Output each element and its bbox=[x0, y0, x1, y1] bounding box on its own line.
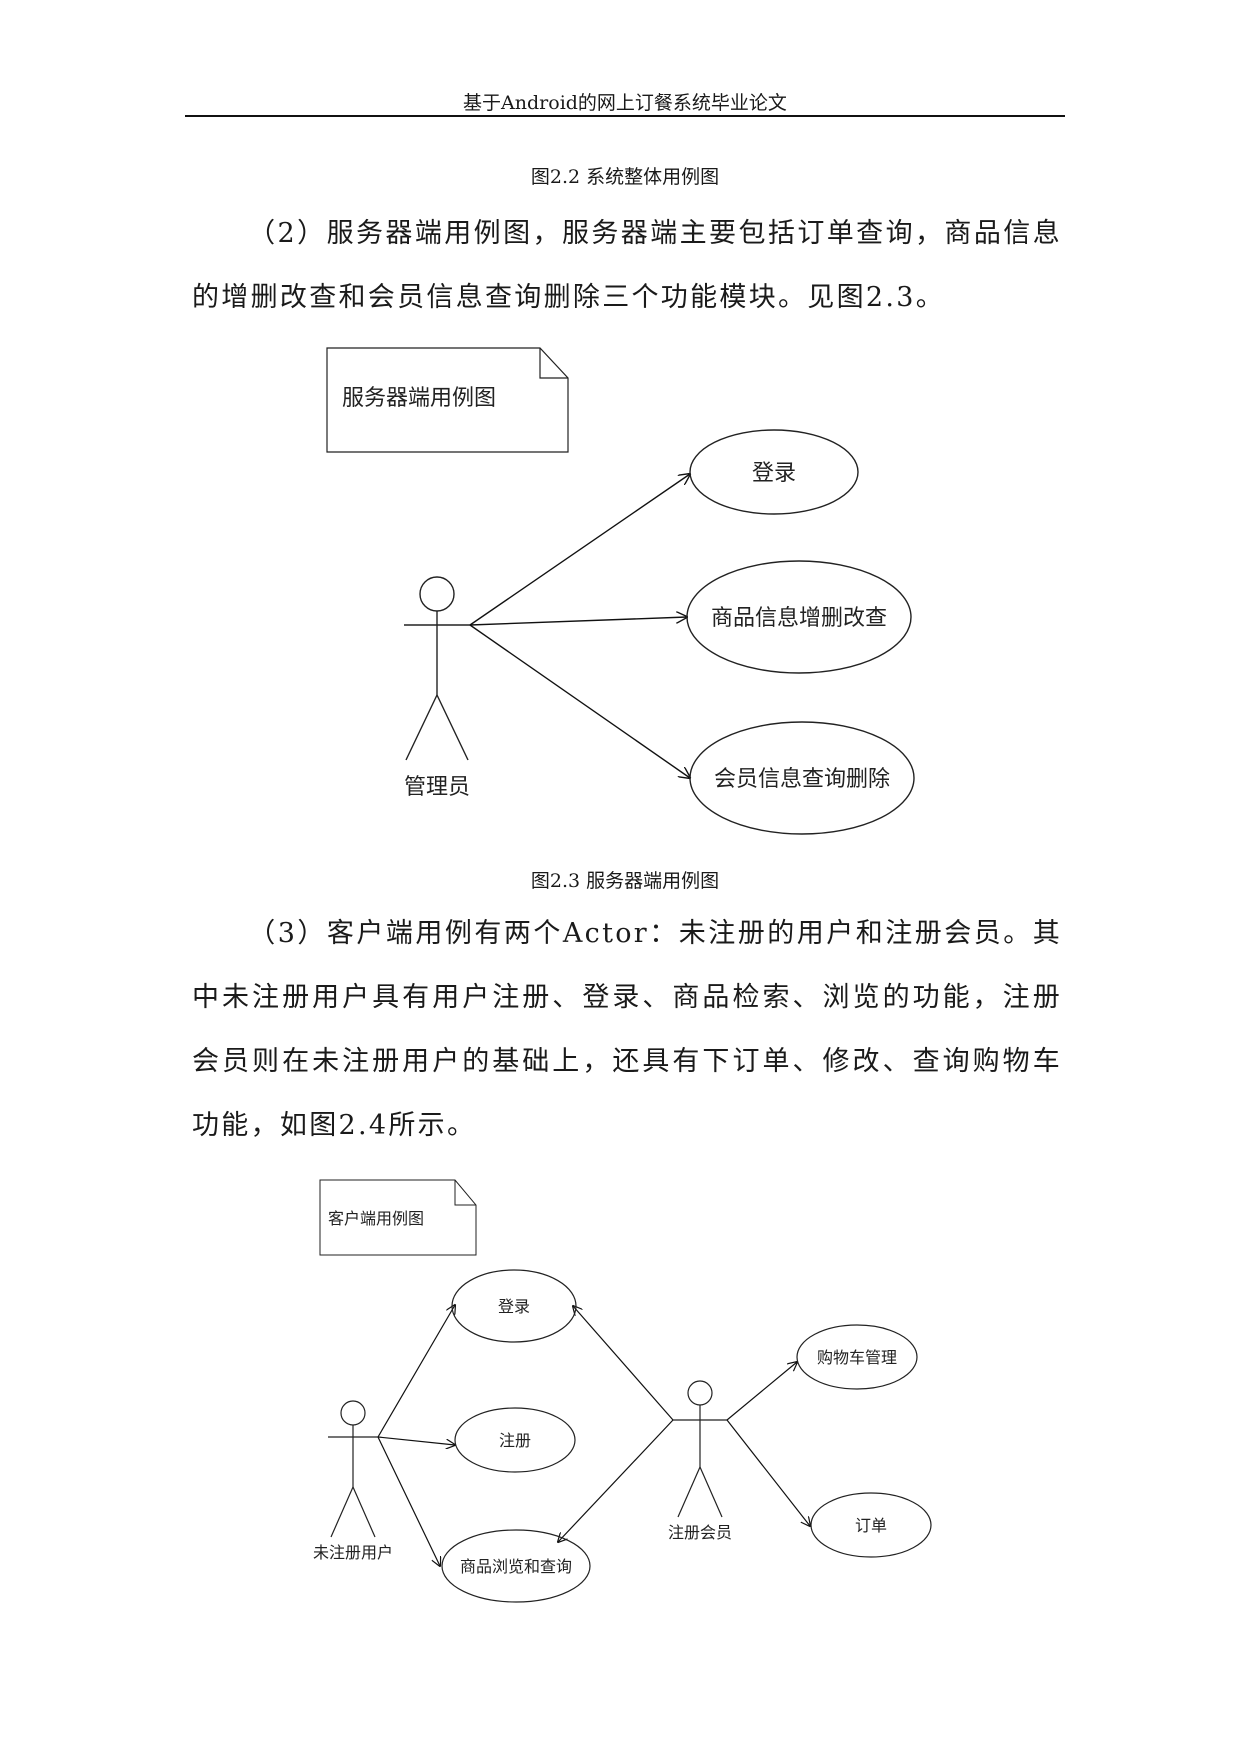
client-note-label: 客户端用例图 bbox=[328, 1209, 424, 1228]
paragraph-client-usecase: （3）客户端用例有两个Actor：未注册的用户和注册会员。其中未注册用户具有用户… bbox=[192, 902, 1062, 1158]
assoc-unreg-login bbox=[377, 1305, 455, 1438]
usecase-goods-crud: 商品信息增删改查 bbox=[686, 560, 912, 674]
assoc-member-browse bbox=[558, 1419, 674, 1542]
assoc-unreg-browse bbox=[377, 1436, 440, 1566]
client-usecase-browse-label: 商品浏览和查询 bbox=[460, 1557, 572, 1576]
running-header: 基于Android的网上订餐系统毕业论文 bbox=[463, 92, 787, 114]
header-rule bbox=[185, 115, 1065, 117]
client-usecase-cart: 购物车管理 bbox=[796, 1324, 918, 1390]
paragraph-server-text: （2）服务器端用例图，服务器端主要包括订单查询，商品信息的增删改查和会员信息查询… bbox=[192, 218, 1062, 313]
server-usecase-diagram: 服务器端用例图 管理员 登录 商品信息增删改查 会员信息查询删除 bbox=[326, 347, 915, 835]
paragraph-server-usecase: （2）服务器端用例图，服务器端主要包括订单查询，商品信息的增删改查和会员信息查询… bbox=[192, 202, 1062, 330]
client-usecase-order-label: 订单 bbox=[855, 1516, 887, 1535]
member-actor: 注册会员 bbox=[668, 1380, 732, 1542]
client-usecase-diagram: 客户端用例图 未注册用户 注册会员 登录 注册 商品浏览和查询 购物车管理 bbox=[313, 1179, 932, 1603]
admin-actor-label: 管理员 bbox=[404, 775, 470, 800]
server-note-label: 服务器端用例图 bbox=[342, 386, 496, 411]
client-usecase-cart-label: 购物车管理 bbox=[817, 1348, 897, 1367]
client-note: 客户端用例图 bbox=[319, 1179, 477, 1256]
usecase-login-label: 登录 bbox=[752, 461, 796, 486]
assoc-admin-members bbox=[469, 624, 690, 778]
figure-caption-2-2: 图2.2 系统整体用例图 bbox=[530, 166, 720, 188]
assoc-unreg-register bbox=[377, 1436, 455, 1445]
client-usecase-order: 订单 bbox=[810, 1492, 932, 1558]
assoc-member-cart bbox=[726, 1362, 797, 1421]
unregistered-actor-label: 未注册用户 bbox=[313, 1543, 393, 1562]
client-usecase-register-label: 注册 bbox=[499, 1431, 531, 1450]
server-note: 服务器端用例图 bbox=[326, 347, 569, 453]
usecase-goods-crud-label: 商品信息增删改查 bbox=[711, 606, 887, 631]
usecase-login: 登录 bbox=[689, 429, 859, 515]
paragraph-client-text: （3）客户端用例有两个Actor：未注册的用户和注册会员。其中未注册用户具有用户… bbox=[192, 918, 1062, 1141]
admin-actor: 管理员 bbox=[404, 576, 470, 800]
client-usecase-register: 注册 bbox=[454, 1407, 576, 1473]
assoc-admin-login bbox=[469, 474, 690, 626]
client-usecase-browse: 商品浏览和查询 bbox=[441, 1529, 591, 1603]
assoc-member-login bbox=[573, 1306, 674, 1421]
usecase-member-query: 会员信息查询删除 bbox=[689, 721, 915, 835]
assoc-member-order bbox=[726, 1419, 810, 1526]
member-actor-label: 注册会员 bbox=[668, 1523, 732, 1542]
assoc-admin-goods bbox=[469, 617, 687, 626]
client-usecase-login-label: 登录 bbox=[498, 1297, 530, 1316]
client-usecase-login: 登录 bbox=[451, 1269, 577, 1343]
unregistered-actor: 未注册用户 bbox=[313, 1400, 393, 1562]
figure-caption-2-3: 图2.3 服务器端用例图 bbox=[530, 870, 720, 892]
usecase-member-query-label: 会员信息查询删除 bbox=[714, 767, 890, 792]
